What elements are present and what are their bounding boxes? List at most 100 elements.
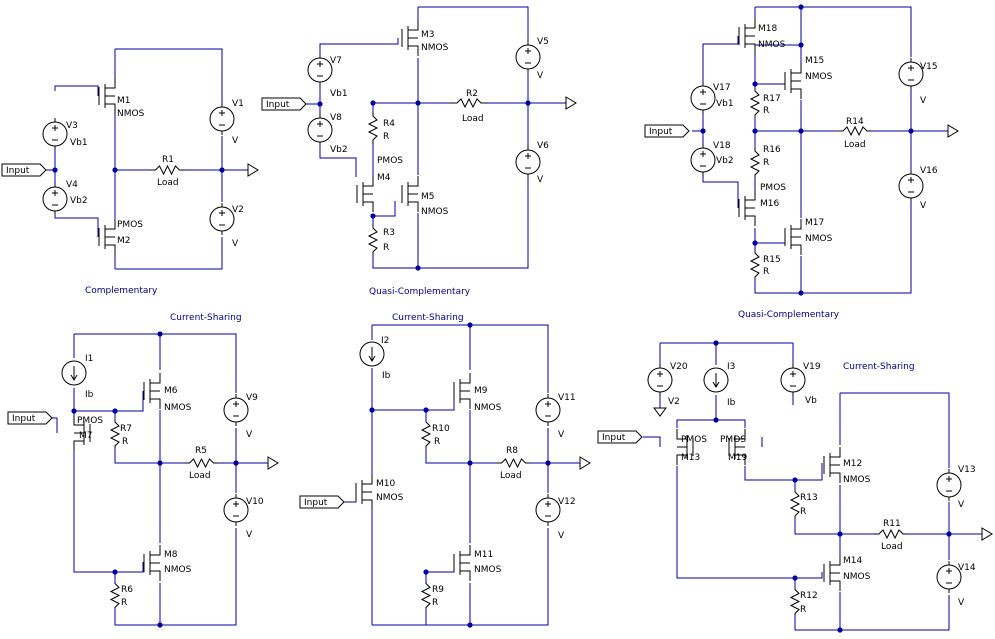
v12-label: V12 [558,497,576,507]
input-port-label: Input [6,166,30,176]
v11-source [535,394,561,426]
junction-dot [798,128,804,134]
m14-type: NMOS [843,572,871,582]
r1-value: Load [157,178,179,188]
m1-label: M1 [117,96,131,106]
junction-dot [946,531,952,537]
m17-label: M17 [805,218,824,228]
v4-source [42,183,68,215]
m3-label: M3 [421,30,435,40]
r13-resistor [789,490,801,518]
junction-dot [317,101,323,107]
r2-load-resistor [450,97,488,109]
m13-pmos [676,429,694,465]
v19-label: V19 [803,362,821,372]
r6-value: R [121,598,127,608]
r2-label: R2 [466,89,478,99]
v14-source [936,561,962,593]
i1-value: Ib [85,390,94,400]
r11-label: R11 [883,519,901,529]
v10-label: V10 [246,497,264,507]
junction-dot [233,460,239,466]
m16-type: PMOS [760,183,786,193]
junction-dot [71,408,77,414]
i2-label: I2 [381,336,389,346]
r16-value: R [763,158,769,168]
v12-value: V [558,531,565,541]
r7-value: R [122,437,128,447]
title-quasi-complementary-2: Quasi-Complementary [738,310,840,320]
junction-dot [752,240,758,246]
m7-type: PMOS [77,416,103,426]
r3-value: R [383,243,389,253]
r12-value: R [800,605,806,615]
m8-nmos [143,545,161,581]
v1-value: V [232,136,239,146]
labels: M1NMOSPMOSM2V1VV2VV3Vb1V4Vb2R1LoadComple… [66,24,976,615]
r1-label: R1 [162,155,174,165]
v4-value: Vb2 [70,196,88,206]
junction-dot [112,167,118,173]
m10-nmos [355,474,373,510]
m1-nmos [98,78,116,114]
junction-dot [415,265,421,271]
r6-label: R6 [121,585,133,595]
junction-dot [157,331,163,337]
v8-value: Vb2 [330,145,348,155]
r2-value: Load [462,114,484,124]
i1-label: I1 [85,354,93,364]
r8-load-resistor [497,457,530,469]
i2-value: Ib [382,371,391,381]
r14-value: Load [844,140,866,150]
v2-label: V2 [232,205,244,215]
m9-nmos [453,373,471,409]
r1-load-resistor [150,164,185,176]
r5-load-resistor [185,457,218,469]
junction-dot [837,627,843,633]
v3-label: V3 [66,121,78,131]
r13-label: R13 [800,493,818,503]
r17-label: R17 [763,94,781,104]
v5-label: V5 [537,37,549,47]
title-quasi-complementary-1: Quasi-Complementary [369,287,471,297]
m18-nmos [738,18,756,54]
m13-label: M13 [681,453,700,463]
r3-resistor [367,226,379,254]
m1-type: NMOS [117,109,145,119]
i3-value: Ib [727,398,736,408]
input-port-label: Input [266,100,290,110]
v19-value: Vb [805,396,817,406]
m11-nmos [453,545,471,581]
m11-type: NMOS [474,565,502,575]
c6-input: Input [597,430,643,444]
v12-source [535,494,561,526]
v10-value: V [246,530,253,540]
junction-dot [798,42,804,48]
v7-label: V7 [330,56,342,66]
m17-type: NMOS [805,234,833,244]
i3-label: I3 [727,362,735,372]
junction-dot [219,167,225,173]
v9-label: V9 [246,393,258,403]
junction-dot [837,531,843,537]
m13-type: PMOS [681,435,707,445]
v18-source [690,144,716,176]
v9-value: V [246,430,253,440]
m15-label: M15 [805,56,824,66]
r15-value: R [763,267,769,277]
v19-source [780,364,806,396]
v4-label: V4 [66,180,78,190]
m5-label: M5 [421,192,435,202]
m4-type: PMOS [377,156,403,166]
m12-type: NMOS [843,475,871,485]
v10-source [223,494,249,526]
r9-value: R [432,598,438,608]
junction-dot [423,569,429,575]
m7-label: M7 [79,431,93,441]
r17-value: R [763,106,769,116]
title-complementary: Complementary [85,286,158,296]
r5-label: R5 [195,446,207,456]
junction-dot [370,100,376,106]
m2-pmos [98,219,116,255]
